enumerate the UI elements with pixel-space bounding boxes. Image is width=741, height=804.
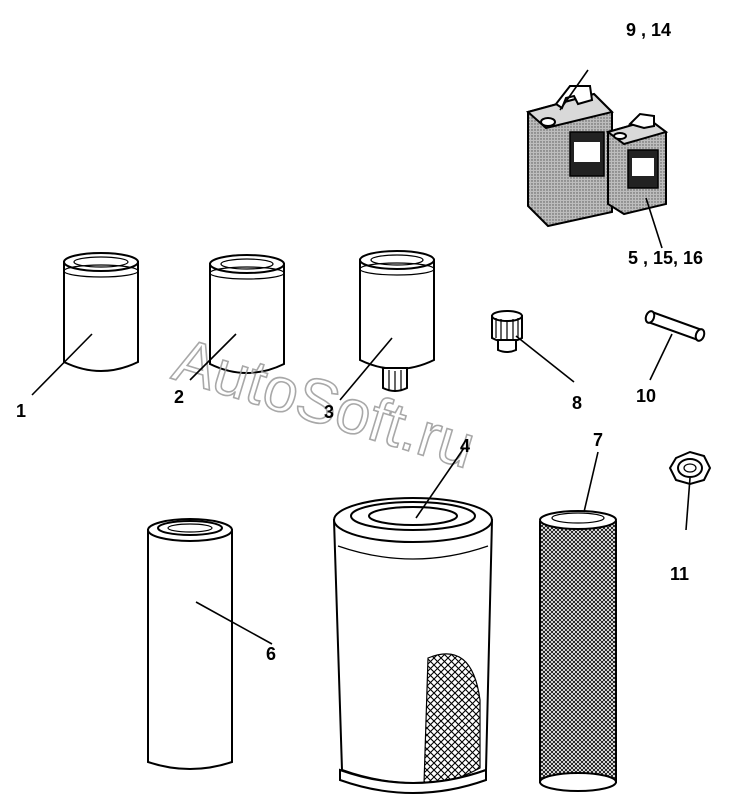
label-11: 11 [670,564,689,584]
label-1: 1 [16,401,26,421]
pin-part-10 [644,310,706,342]
label-7: 7 [593,430,603,450]
oil-canisters [525,85,669,228]
label-9-14: 9 , 14 [626,20,671,40]
nut-part-11 [668,450,712,486]
label-10: 10 [636,386,656,406]
label-2: 2 [174,387,184,407]
leader-lines [31,69,691,645]
label-4: 4 [460,436,470,456]
filter-part-3 [359,250,435,392]
air-filter-part-4 [332,497,494,794]
filter-part-6 [147,518,233,770]
label-8: 8 [572,393,582,413]
filter-part-1 [63,252,139,372]
callout-labels: 1 2 3 4 5 , 15, 16 6 7 8 9 , 14 10 11 [16,20,703,664]
cap-part-8 [491,310,523,353]
label-5-15-16: 5 , 15, 16 [628,248,703,268]
label-6: 6 [266,644,276,664]
inner-filter-part-7 [539,510,617,792]
label-3: 3 [324,402,334,422]
filter-part-2 [209,254,285,374]
